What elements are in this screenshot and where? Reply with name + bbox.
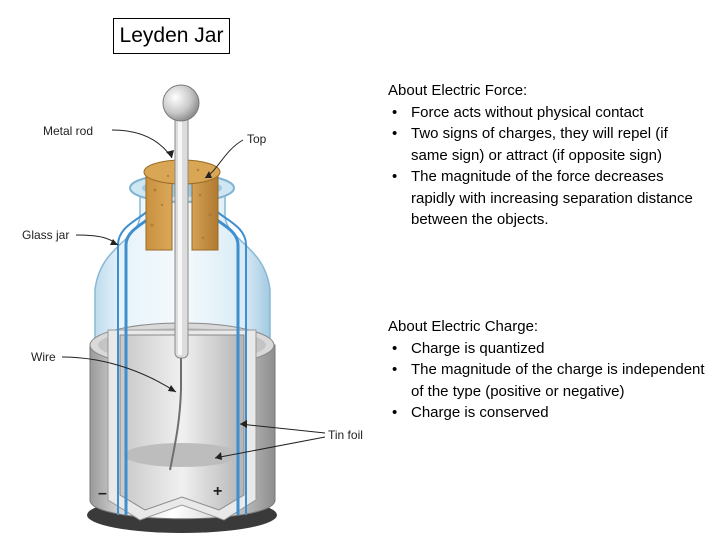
arrowhead-metal-rod <box>166 150 174 158</box>
label-wire: Wire <box>31 350 56 364</box>
force-list: •Force acts without physical contact •Tw… <box>388 102 708 231</box>
arrowhead-glass-jar <box>110 239 118 245</box>
wire <box>169 358 182 471</box>
leyden-jar-diagram: – + <box>61 84 326 533</box>
metal-ball <box>162 84 200 122</box>
label-metal-rod: Metal rod <box>43 124 94 138</box>
list-item: •The magnitude of the force decreases ra… <box>392 168 693 228</box>
arrowhead-tin-foil-inner <box>215 452 222 460</box>
charge-heading: About Electric Charge: <box>388 318 539 335</box>
cork-texture <box>150 168 212 240</box>
electric-force-section: About Electric Force: •Force acts withou… <box>388 80 708 231</box>
arrowhead-wire <box>168 385 176 392</box>
inner-tin-foil <box>119 334 245 511</box>
leader-wire <box>61 356 177 393</box>
label-glass-jar: Glass jar <box>22 228 70 242</box>
arrowhead-top <box>205 171 212 178</box>
charge-list: •Charge is quantized •The magnitude of t… <box>388 338 708 424</box>
minus-sign: – <box>98 485 107 502</box>
leader-tin-foil-inner <box>214 436 326 459</box>
list-item: •Force acts without physical contact <box>392 103 644 121</box>
leader-metal-rod <box>111 129 173 159</box>
label-top: Top <box>247 132 267 146</box>
electric-charge-section: About Electric Charge: •Charge is quanti… <box>388 316 708 424</box>
leader-tin-foil-outer <box>239 423 326 434</box>
list-item: •The magnitude of the charge is independ… <box>392 361 705 400</box>
list-item: •Charge is quantized <box>392 339 545 357</box>
list-item: •Two signs of charges, they will repel (… <box>392 125 668 164</box>
inner-foil-bottom <box>124 443 240 467</box>
slide-title: Leyden Jar <box>113 18 230 54</box>
metal-rod-highlight <box>178 110 182 355</box>
list-item: •Charge is conserved <box>392 404 549 421</box>
label-tin-foil: Tin foil <box>328 428 363 442</box>
arrowhead-tin-foil-outer <box>240 420 247 428</box>
force-heading: About Electric Force: <box>388 82 528 99</box>
plus-sign: + <box>213 483 222 500</box>
